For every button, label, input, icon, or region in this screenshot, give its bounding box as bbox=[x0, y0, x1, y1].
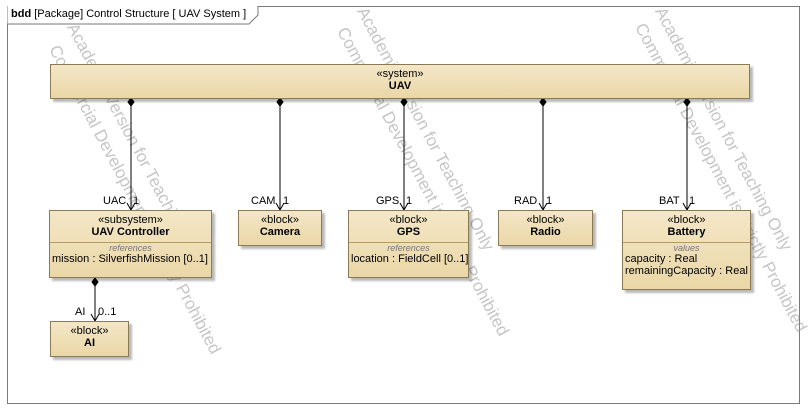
property-capacity: capacity : Real bbox=[625, 253, 748, 265]
block-battery[interactable]: «block» Battery values capacity : Real r… bbox=[622, 210, 751, 290]
multiplicity-label: 0..1 bbox=[98, 306, 117, 318]
references-compartment: references mission : SilverfishMission [… bbox=[50, 242, 211, 265]
property-name: remainingCapacity bbox=[625, 265, 717, 277]
role-label: CAM bbox=[251, 195, 276, 207]
multiplicity-label: 1 bbox=[406, 195, 413, 207]
property-separator: : bbox=[89, 253, 99, 265]
role-label: BAT bbox=[659, 195, 680, 207]
property-name: location bbox=[351, 253, 389, 265]
values-compartment: values capacity : Real remainingCapacity… bbox=[623, 242, 750, 277]
property-mission: mission : SilverfishMission [0..1] bbox=[52, 253, 209, 265]
compartment-header: references bbox=[387, 243, 430, 253]
composition-diamond bbox=[539, 97, 547, 107]
composition-diamond bbox=[91, 277, 99, 287]
block-stereotype: «block» bbox=[389, 214, 428, 226]
block-uav-controller[interactable]: «subsystem» UAV Controller references mi… bbox=[49, 210, 212, 278]
multiplicity-label: 1 bbox=[689, 195, 696, 207]
property-remaining-capacity: remainingCapacity : Real bbox=[625, 265, 748, 277]
block-stereotype: «block» bbox=[261, 214, 299, 226]
property-type: Real bbox=[674, 253, 698, 265]
diagram-kind: bdd bbox=[11, 8, 32, 20]
block-name: Camera bbox=[259, 226, 301, 238]
block-name: Battery bbox=[667, 226, 706, 238]
frame-title: bdd [Package] Control Structure [ UAV Sy… bbox=[11, 8, 246, 20]
property-location: location : FieldCell [0..1] bbox=[351, 253, 469, 265]
block-name: GPS bbox=[396, 226, 421, 238]
composition-diamond bbox=[400, 97, 408, 107]
block-radio[interactable]: «block» Radio bbox=[498, 210, 593, 246]
property-type: FieldCell [0..1] bbox=[398, 253, 469, 265]
property-type: SilverfishMission [0..1] bbox=[98, 253, 208, 265]
block-stereotype: «block» bbox=[667, 214, 706, 226]
property-name: mission bbox=[52, 253, 90, 265]
property-type: Real bbox=[725, 265, 748, 277]
multiplicity-label: 1 bbox=[546, 195, 553, 207]
multiplicity-label: 1 bbox=[283, 195, 290, 207]
block-gps[interactable]: «block» GPS references location : FieldC… bbox=[348, 210, 469, 278]
property-name: capacity bbox=[625, 253, 666, 265]
block-ai[interactable]: «block» AI bbox=[50, 321, 129, 357]
block-uav[interactable]: «system» UAV bbox=[50, 64, 750, 99]
compartment-header: references bbox=[109, 243, 152, 253]
composition-diamond bbox=[683, 97, 691, 107]
role-label: GPS bbox=[376, 195, 400, 207]
composition-diamond bbox=[127, 97, 135, 107]
block-name: UAV Controller bbox=[91, 226, 170, 238]
block-stereotype: «block» bbox=[70, 325, 109, 337]
multiplicity-label: 1 bbox=[133, 195, 140, 207]
composition-diamond bbox=[276, 97, 284, 107]
property-separator: : bbox=[388, 253, 399, 265]
block-stereotype: «block» bbox=[526, 214, 565, 226]
block-name: Radio bbox=[530, 226, 561, 238]
compartment-header: values bbox=[673, 243, 700, 253]
frame-tab-shape bbox=[7, 6, 259, 25]
block-stereotype: «system» bbox=[376, 68, 424, 80]
role-label: RAD bbox=[514, 195, 538, 207]
property-separator: : bbox=[665, 253, 675, 265]
block-name: AI bbox=[84, 337, 95, 349]
diagram-title: [Package] Control Structure [ UAV System… bbox=[34, 8, 247, 20]
block-camera[interactable]: «block» Camera bbox=[238, 210, 322, 246]
property-separator: : bbox=[716, 265, 726, 277]
block-stereotype: «subsystem» bbox=[98, 214, 163, 226]
references-compartment: references location : FieldCell [0..1] bbox=[349, 242, 468, 265]
block-name: UAV bbox=[388, 80, 412, 92]
role-label: UAC bbox=[103, 195, 127, 207]
role-label: AI bbox=[75, 306, 86, 318]
